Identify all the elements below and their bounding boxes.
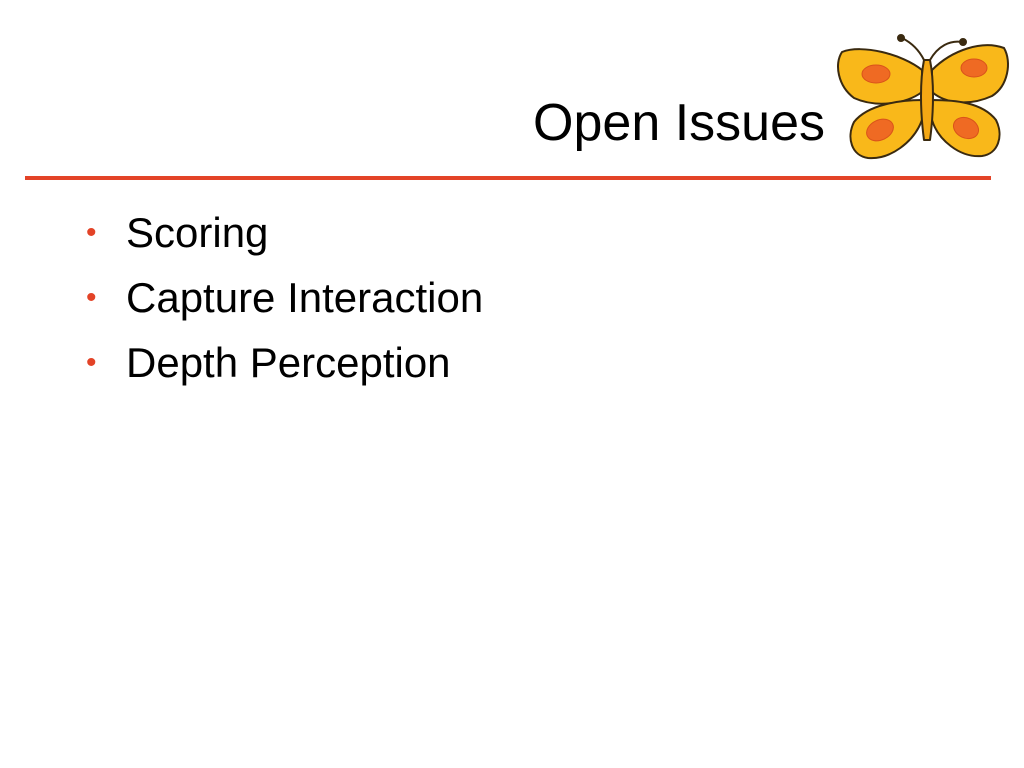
list-item: • Capture Interaction: [86, 265, 483, 330]
bullet-text-capture-interaction: Capture Interaction: [126, 274, 484, 321]
list-item: • Depth Perception: [86, 330, 483, 395]
bullet-icon: •: [86, 281, 97, 314]
bullet-text-depth-perception: Depth Perception: [126, 339, 451, 386]
bullet-list: • Scoring • Capture Interaction • Depth …: [86, 200, 483, 395]
list-item: • Scoring: [86, 200, 483, 265]
butterfly-icon: [837, 34, 1009, 160]
bullet-icon: •: [86, 346, 97, 379]
bullet-text-scoring: Scoring: [126, 209, 269, 256]
title-divider: [25, 176, 991, 180]
slide-title: Open Issues: [533, 94, 825, 152]
bullet-icon: •: [86, 216, 97, 249]
